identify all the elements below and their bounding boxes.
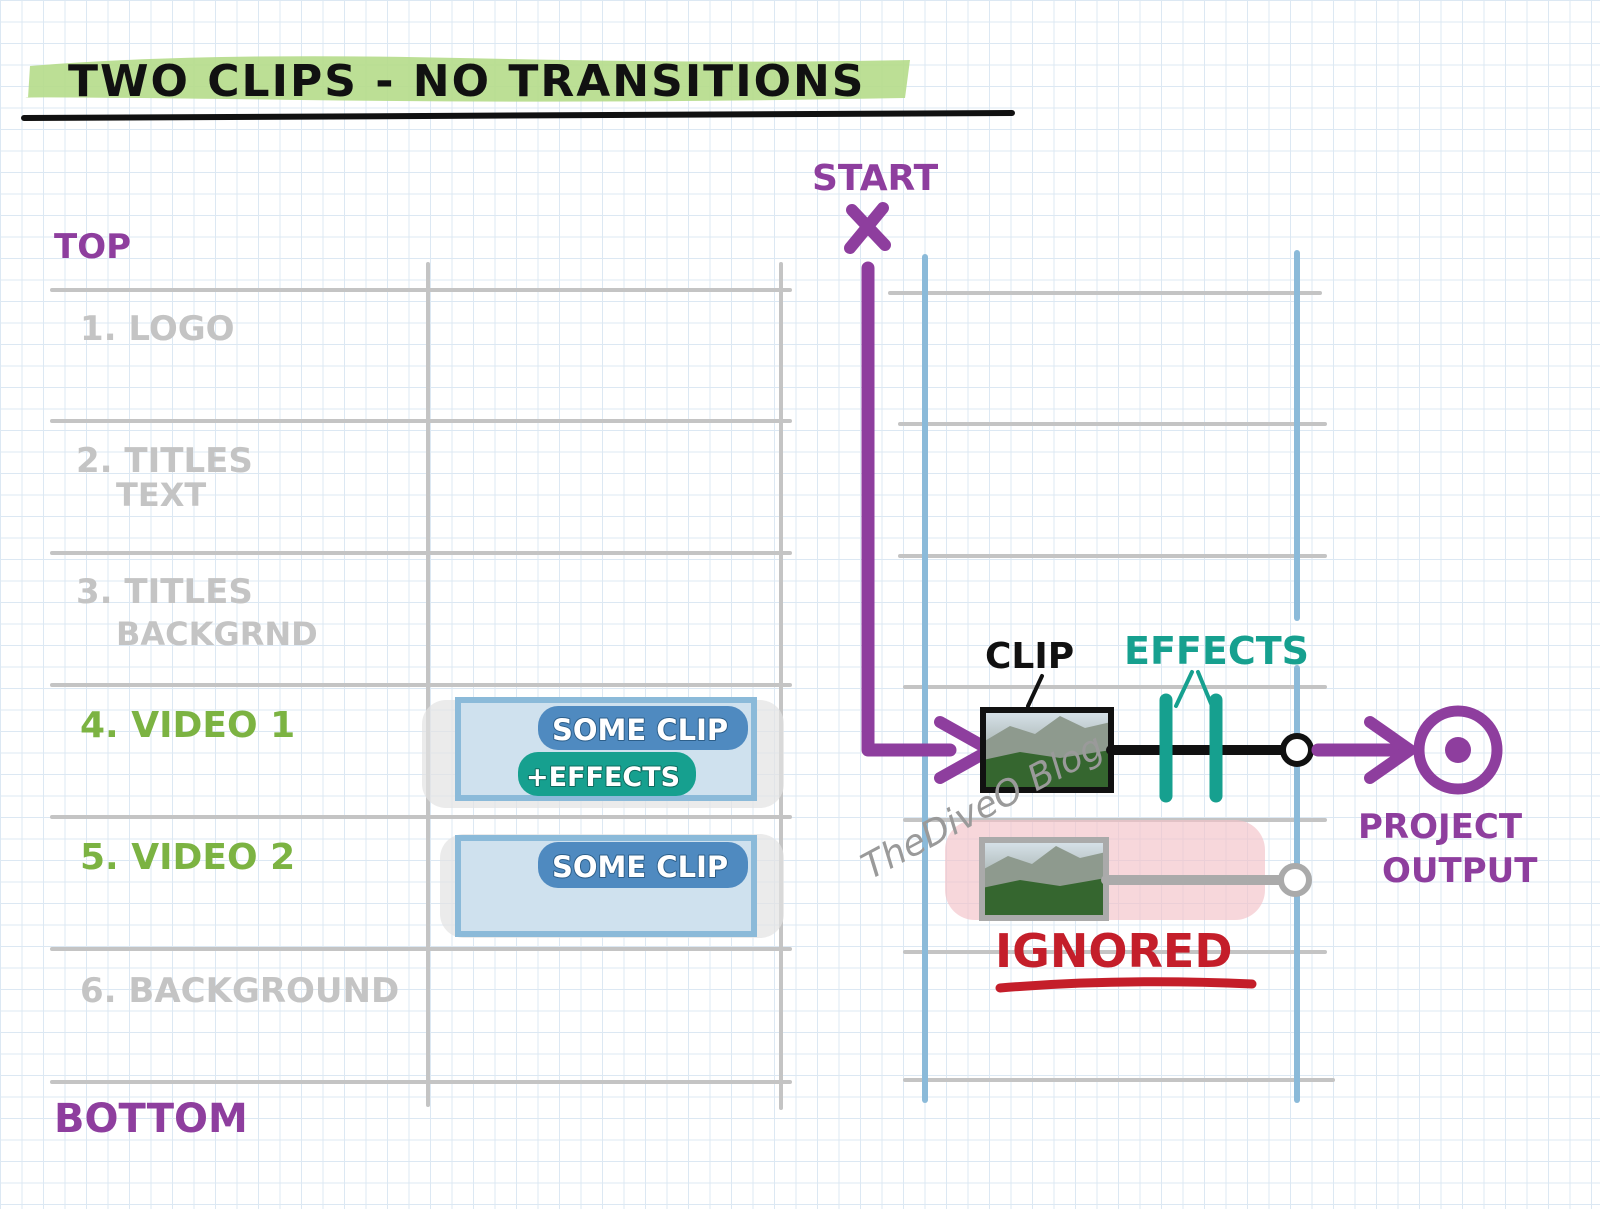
track-sublabel: BACKGRND — [116, 615, 318, 653]
ignored-label: IGNORED — [995, 924, 1233, 978]
effects-callout-label: EFFECTS — [1124, 629, 1309, 673]
project-output-target-icon — [1413, 705, 1503, 795]
clip-label-blob — [538, 706, 748, 750]
clip-callout-label: CLIP — [985, 636, 1074, 677]
title-block: TWO CLIPS - NO TRANSITIONS — [21, 56, 1015, 121]
track-label: 6. BACKGROUND — [80, 971, 399, 1011]
track-labels: 1. LOGO 2. TITLES TEXT 3. TITLES BACKGRN… — [76, 309, 399, 1011]
clip-callout-line — [1026, 674, 1044, 708]
project-output-label: OUTPUT — [1382, 851, 1538, 891]
clip-label: SOME CLIP — [552, 850, 728, 884]
track-label: 3. TITLES — [76, 572, 253, 612]
track-grid — [50, 262, 792, 1110]
top-label: TOP — [54, 227, 131, 267]
clip-block-video-2: SOME CLIP — [440, 834, 784, 938]
clip-label-blob — [538, 842, 748, 888]
clip-label: SOME CLIP — [552, 713, 728, 747]
render-path — [861, 261, 957, 757]
output-arrowhead — [1364, 716, 1416, 784]
bottom-label: BOTTOM — [54, 1096, 248, 1142]
active-clip-output-node — [1280, 733, 1314, 767]
ignored-clip-output-node — [1278, 863, 1312, 897]
start-label: START — [812, 158, 939, 199]
track-label: 5. VIDEO 2 — [80, 837, 295, 878]
page-title: TWO CLIPS - NO TRANSITIONS — [68, 56, 866, 107]
ignored-underline — [995, 977, 1257, 993]
start-x-icon — [844, 202, 891, 254]
clip-frame — [455, 697, 757, 801]
track-label: 2. TITLES — [76, 441, 253, 481]
active-clip-thumbnail — [980, 707, 1114, 793]
clip-frame — [455, 835, 757, 937]
clip-effects-label: +EFFECTS — [526, 762, 680, 793]
effect-bars — [1159, 693, 1223, 803]
ignored-clip-thumbnail — [979, 837, 1109, 921]
track-label: 4. VIDEO 1 — [80, 705, 295, 746]
project-output-label: PROJECT — [1358, 807, 1523, 847]
effects-label-blob — [518, 752, 696, 796]
track-label: 1. LOGO — [80, 309, 235, 349]
clip-block-video-1: SOME CLIP +EFFECTS — [422, 697, 784, 808]
track-sublabel: TEXT — [116, 476, 206, 514]
title-highlight — [25, 56, 910, 102]
title-underline — [21, 110, 1015, 121]
